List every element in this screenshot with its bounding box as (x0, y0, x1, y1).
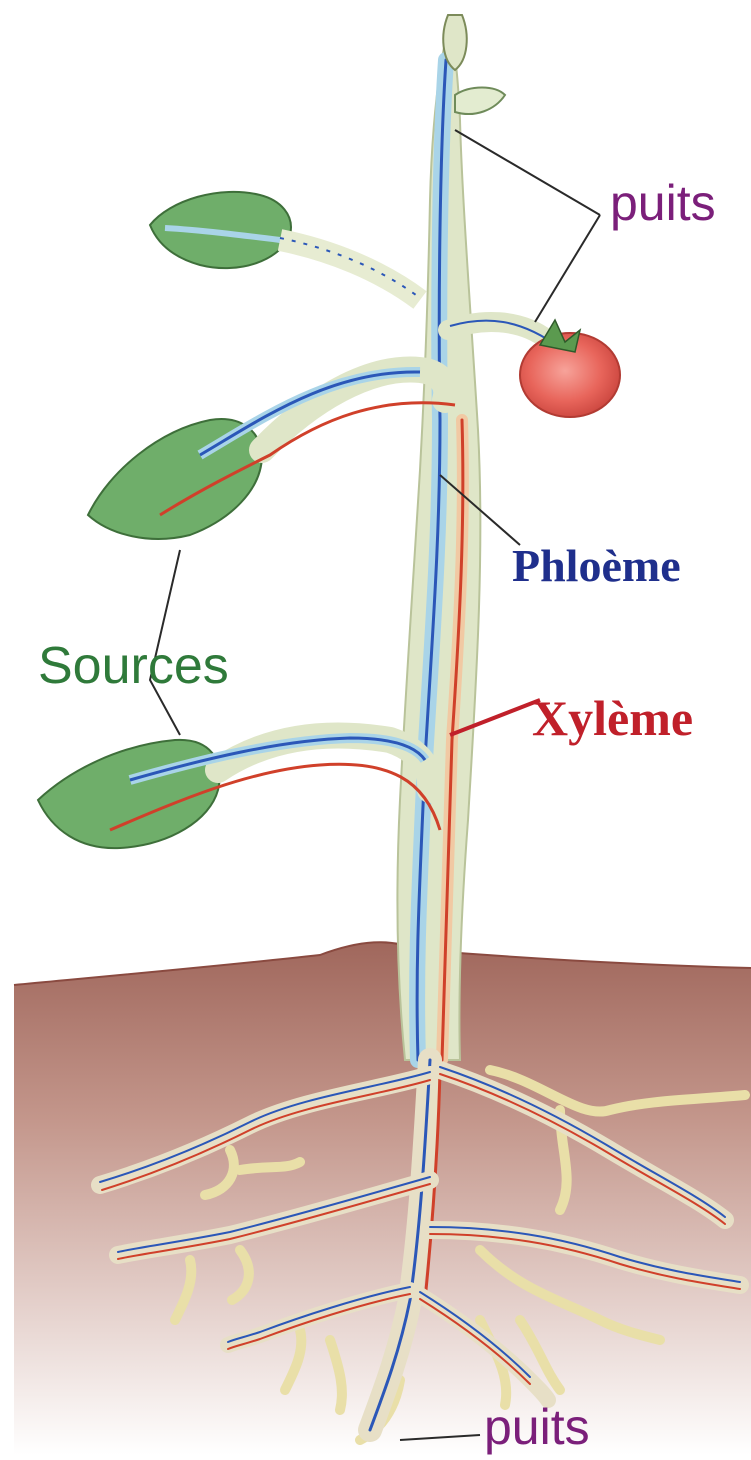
label-puits-top: puits (610, 178, 716, 228)
lower-leaf (38, 735, 440, 848)
middle-leaf (88, 370, 455, 539)
label-puits-bottom: puits (484, 1402, 590, 1452)
label-phloeme: Phloème (512, 543, 681, 589)
label-xyleme: Xylème (532, 693, 693, 743)
upper-leaf (150, 192, 420, 300)
label-sources: Sources (38, 640, 229, 692)
